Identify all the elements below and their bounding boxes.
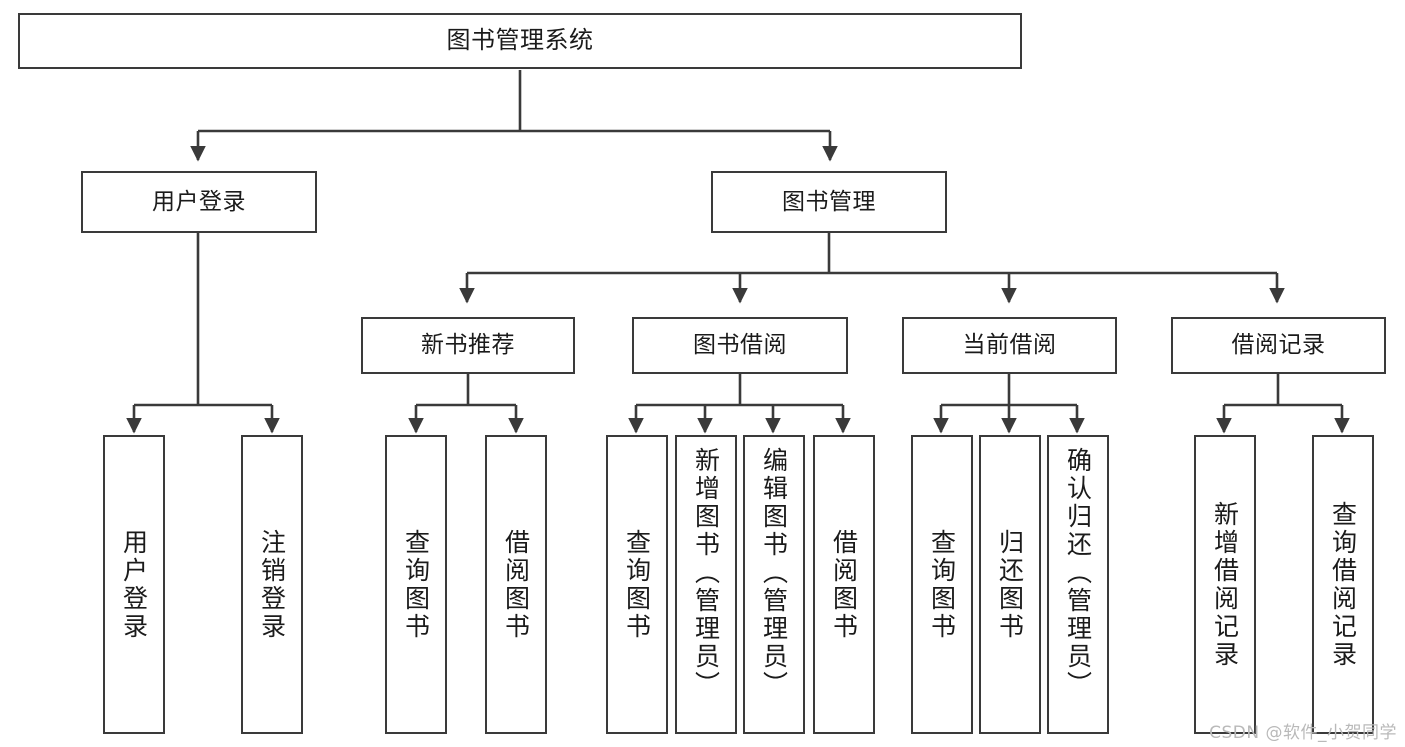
node-current-borrow[interactable]: 当前借阅: [902, 317, 1117, 374]
leaf-add-borrow-record[interactable]: 新增借阅记录: [1194, 435, 1256, 734]
leaf-confirm-return-admin[interactable]: 确认归还（管理员）: [1047, 435, 1109, 734]
node-label: 注销登录: [257, 528, 287, 641]
leaf-logout-login[interactable]: 注销登录: [241, 435, 303, 734]
node-label: 用户登录: [119, 528, 149, 641]
node-label: 新书推荐: [421, 332, 515, 359]
node-label: 借阅图书: [829, 528, 859, 641]
node-label: 新增图书（管理员）: [691, 447, 721, 699]
node-label: 新增借阅记录: [1210, 500, 1240, 669]
node-label: 归还图书: [995, 528, 1025, 641]
node-root-book-management-system[interactable]: 图书管理系统: [18, 13, 1022, 69]
node-label: 编辑图书（管理员）: [759, 447, 789, 699]
node-label: 查询图书: [622, 528, 652, 641]
leaf-return-book[interactable]: 归还图书: [979, 435, 1041, 734]
node-label: 确认归还（管理员）: [1063, 447, 1093, 699]
leaf-query-book-3[interactable]: 查询图书: [911, 435, 973, 734]
node-label: 用户登录: [152, 188, 246, 215]
node-book-management[interactable]: 图书管理: [711, 171, 947, 233]
node-label: 图书借阅: [693, 332, 787, 359]
leaf-borrow-book-2[interactable]: 借阅图书: [813, 435, 875, 734]
node-label: 查询图书: [927, 528, 957, 641]
node-label: 图书管理: [782, 188, 876, 215]
node-label: 查询借阅记录: [1328, 500, 1358, 669]
node-label: 查询图书: [401, 528, 431, 641]
leaf-borrow-book-1[interactable]: 借阅图书: [485, 435, 547, 734]
leaf-query-book-2[interactable]: 查询图书: [606, 435, 668, 734]
leaf-query-book-1[interactable]: 查询图书: [385, 435, 447, 734]
node-label: 当前借阅: [962, 332, 1057, 359]
leaf-user-login[interactable]: 用户登录: [103, 435, 165, 734]
node-label: 借阅图书: [501, 528, 531, 641]
node-new-book-recommend[interactable]: 新书推荐: [361, 317, 575, 374]
leaf-edit-book-admin[interactable]: 编辑图书（管理员）: [743, 435, 805, 734]
leaf-query-borrow-record[interactable]: 查询借阅记录: [1312, 435, 1374, 734]
node-borrow-record[interactable]: 借阅记录: [1171, 317, 1386, 374]
node-user-login[interactable]: 用户登录: [81, 171, 317, 233]
node-label: 图书管理系统: [446, 26, 594, 55]
node-label: 借阅记录: [1231, 332, 1326, 359]
leaf-add-book-admin[interactable]: 新增图书（管理员）: [675, 435, 737, 734]
node-book-borrow[interactable]: 图书借阅: [632, 317, 848, 374]
